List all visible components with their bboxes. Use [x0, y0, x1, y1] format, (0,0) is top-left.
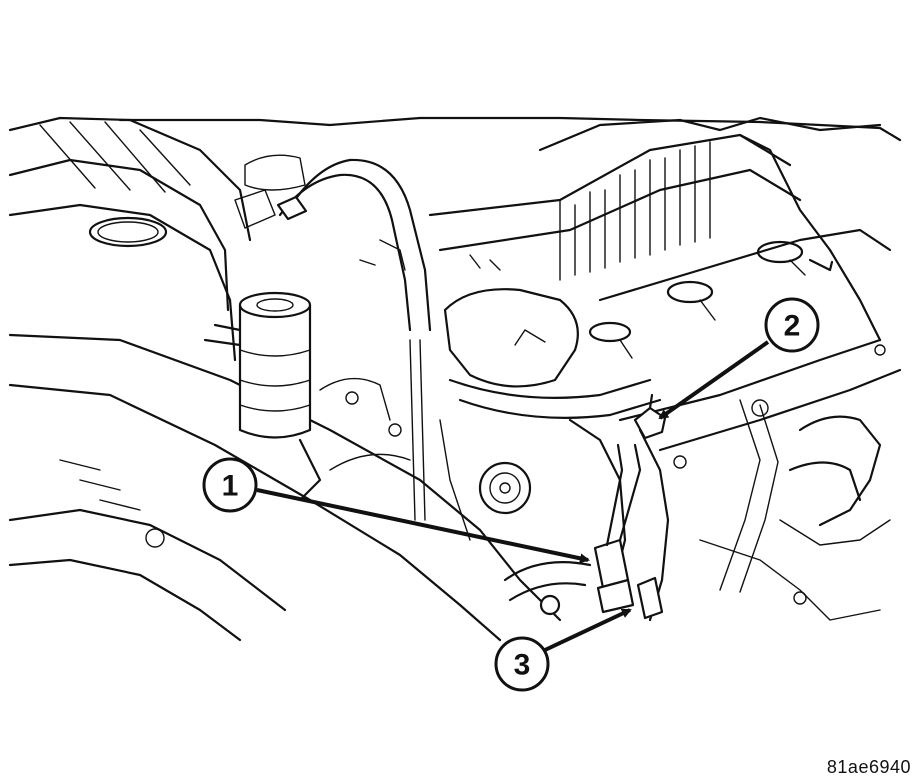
callout-1-leader [256, 488, 590, 564]
callout-1-circle [202, 457, 258, 513]
callout-1: 1 [202, 457, 590, 564]
engine-illustration [8, 116, 902, 642]
callout-3-circle [494, 636, 550, 692]
callout-2-circle [764, 297, 820, 353]
callout-3: 3 [494, 608, 632, 692]
figure-id-label: 81ae6940 [826, 757, 911, 777]
callout-2: 2 [658, 297, 820, 420]
callout-3-number: 3 [514, 649, 531, 682]
callout-2-number: 2 [784, 310, 801, 343]
callout-2-leader [658, 340, 770, 420]
callout-3-leader [544, 608, 632, 652]
callout-1-number: 1 [222, 470, 239, 503]
